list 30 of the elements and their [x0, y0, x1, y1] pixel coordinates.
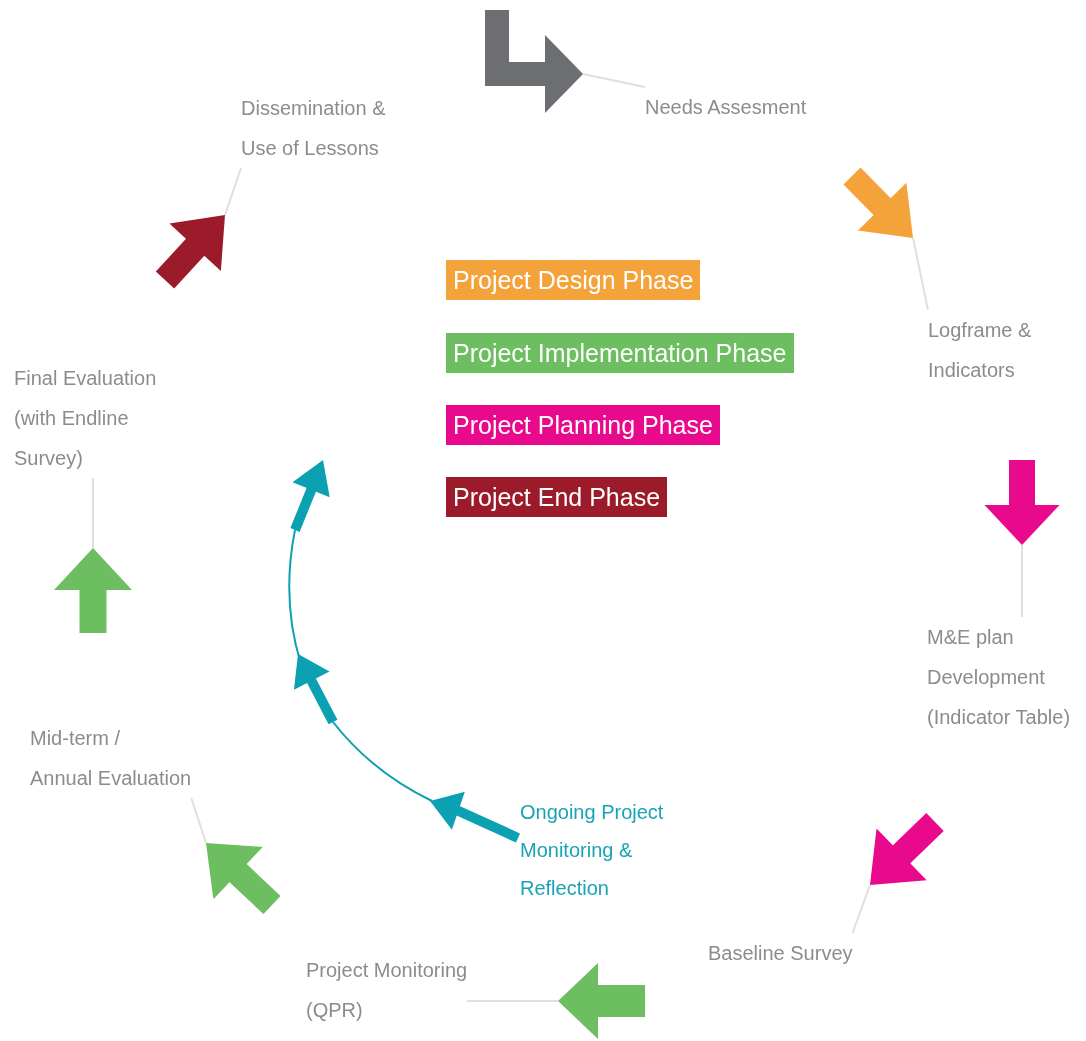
block-arrow [984, 460, 1060, 545]
legend-label: Project Planning Phase [453, 410, 713, 441]
stage-label: Final Evaluation (with Endline Survey) [14, 358, 157, 478]
block-arrow [54, 548, 132, 633]
block-arrow [843, 167, 913, 238]
stage-label: Baseline Survey [708, 933, 853, 973]
curved-arrow [288, 460, 521, 843]
block-arrow [870, 813, 944, 885]
leader-line [912, 237, 929, 311]
stage-label: M&E plan Development (Indicator Table) [927, 617, 1071, 737]
stage-label: Dissemination & Use of Lessons [241, 88, 386, 168]
leader-line [190, 797, 207, 844]
stage-label: Mid-term / Annual Evaluation [30, 718, 192, 798]
stage-label: Logframe & Indicators [928, 310, 1032, 390]
stage-label: Project Monitoring (QPR) [306, 950, 468, 1030]
leader-line [92, 477, 94, 549]
leader-line [466, 1000, 559, 1002]
legend-label: Project Implementation Phase [453, 338, 787, 369]
legend-label: Project Design Phase [453, 265, 694, 296]
block-arrow [155, 215, 225, 289]
stage-label: Ongoing Project Monitoring & Reflection [520, 793, 664, 907]
leader-line [582, 73, 646, 88]
leader-line [224, 167, 242, 216]
block-arrow [558, 963, 645, 1039]
leader-line [1021, 544, 1023, 618]
legend-label: Project End Phase [453, 482, 661, 513]
block-arrow [485, 10, 583, 113]
stage-label: Needs Assesment [645, 87, 807, 127]
leader-line [851, 884, 871, 934]
block-arrow [206, 843, 281, 915]
